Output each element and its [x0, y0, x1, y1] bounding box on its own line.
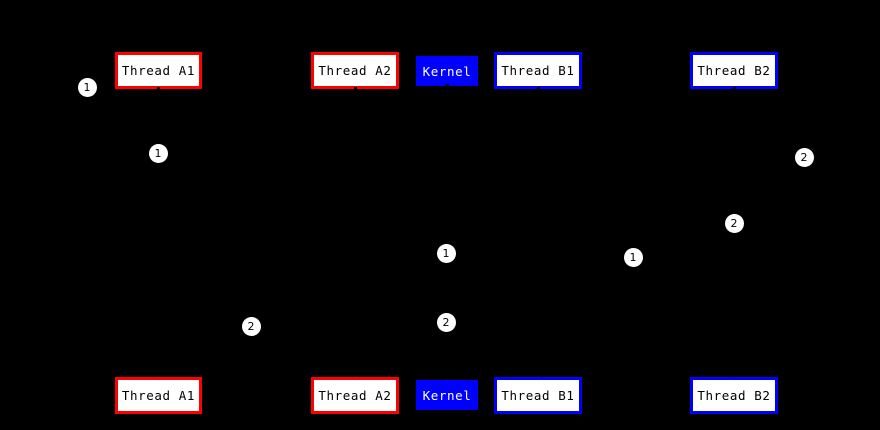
step-marker-2-7: 2: [436, 312, 456, 332]
lifeline-anchor-top-3: [537, 87, 540, 90]
message-arrow-3: [355, 322, 447, 323]
lifeline-2: [447, 86, 448, 380]
participant-box-bottom-thread-b2[interactable]: Thread B2: [690, 377, 778, 414]
participant-box-top-thread-b2[interactable]: Thread B2: [690, 52, 778, 89]
participant-box-bottom-thread-b1[interactable]: Thread B1: [494, 377, 582, 414]
message-arrow-0: [158, 153, 355, 154]
lifeline-anchor-top-1: [354, 87, 357, 90]
step-marker-2-3: 2: [724, 213, 744, 233]
participant-box-top-thread-b1[interactable]: Thread B1: [494, 52, 582, 89]
participant-box-bottom-thread-a1[interactable]: Thread A1: [115, 377, 202, 414]
participant-box-top-thread-a2[interactable]: Thread A2: [311, 52, 399, 89]
lifeline-1: [355, 89, 356, 377]
lifeline-3: [538, 89, 539, 377]
participant-box-top-kernel[interactable]: Kernel: [416, 56, 478, 86]
step-marker-1-0: 1: [77, 77, 97, 97]
step-marker-1-5: 1: [623, 247, 643, 267]
lifeline-0: [158, 89, 159, 377]
step-marker-1-1: 1: [148, 143, 168, 163]
participant-box-bottom-kernel[interactable]: Kernel: [416, 380, 478, 410]
lifeline-4: [734, 89, 735, 377]
participant-box-bottom-thread-a2[interactable]: Thread A2: [311, 377, 399, 414]
message-arrow-1: [538, 157, 734, 158]
lifeline-anchor-top-2: [446, 84, 449, 87]
lifeline-anchor-top-0: [157, 87, 160, 90]
message-arrow-2: [447, 253, 538, 254]
step-marker-2-2: 2: [794, 147, 814, 167]
participant-box-top-thread-a1[interactable]: Thread A1: [115, 52, 202, 89]
lifeline-anchor-top-4: [733, 87, 736, 90]
step-marker-2-6: 2: [241, 316, 261, 336]
step-marker-1-4: 1: [436, 243, 456, 263]
